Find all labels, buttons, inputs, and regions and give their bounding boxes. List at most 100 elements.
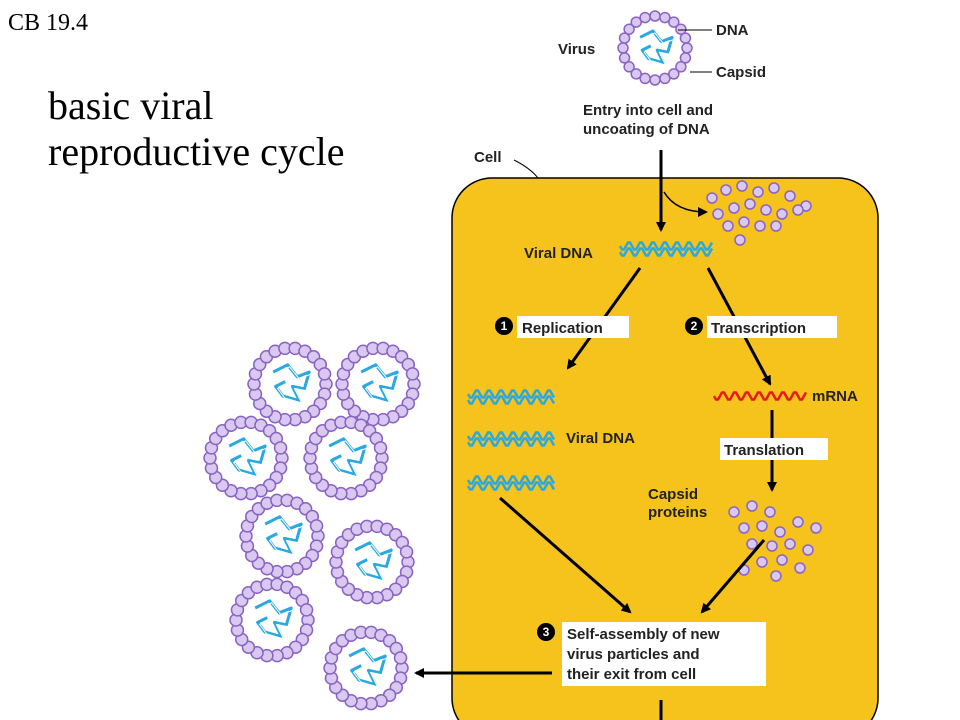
- capsomere: [770, 570, 782, 582]
- capsomere: [712, 208, 724, 220]
- nucleic-acid-strand: [618, 241, 714, 251]
- uncoating-arrow: [663, 191, 708, 217]
- viral-genome: [328, 437, 367, 477]
- capsomere: [681, 42, 693, 54]
- capsomere: [722, 220, 734, 232]
- transcription-label: Transcription: [711, 320, 806, 337]
- capsomere: [639, 11, 651, 24]
- self-assembly-label-line-3: their exit from cell: [567, 666, 696, 683]
- capsomere: [618, 32, 631, 44]
- slide-title-line-1: basic viral: [48, 83, 214, 128]
- self-assembly-label-line-2: virus particles and: [567, 646, 700, 663]
- viral-genome-highlight: [350, 650, 388, 688]
- viral-genome-highlight: [330, 440, 368, 478]
- translation-label: Translation: [724, 442, 804, 459]
- replication-label: Replication: [522, 320, 603, 337]
- nucleic-acid-strand: [466, 431, 556, 441]
- dna-to-assembly-arrow: [499, 496, 632, 614]
- capsomere: [746, 538, 758, 550]
- capsomere: [668, 68, 680, 80]
- viral-genome: [360, 363, 399, 403]
- step-3-number: 3: [543, 625, 550, 639]
- capsomere: [720, 184, 732, 196]
- viral-genome: [272, 363, 311, 403]
- cell-label: Cell: [474, 149, 502, 166]
- viral-genome-highlight: [256, 602, 294, 640]
- viral-genome: [254, 599, 293, 639]
- capsomere: [746, 500, 758, 512]
- viral-dna-strand: [618, 241, 714, 257]
- capsomere: [738, 522, 750, 534]
- nucleic-acid-strand: [466, 475, 556, 485]
- viral-genome-highlight: [356, 544, 394, 582]
- cell-leader-line: [513, 159, 539, 179]
- capsomere: [756, 556, 768, 568]
- capsomere: [623, 61, 635, 73]
- capsomere: [639, 72, 651, 85]
- capsomere: [679, 32, 692, 44]
- nucleic-acid-strand: [618, 247, 714, 257]
- capsomere: [770, 220, 782, 232]
- step-3-badge: [537, 623, 555, 641]
- capsomere: [802, 544, 814, 556]
- step-1-badge: [495, 317, 513, 335]
- capsomere: [760, 204, 772, 216]
- capsomere: [754, 220, 766, 232]
- capsomere: [649, 10, 661, 22]
- capsomere: [618, 52, 631, 64]
- capsomere: [659, 11, 671, 24]
- nucleic-acid-strand: [712, 391, 808, 401]
- capsomere: [405, 367, 420, 381]
- capsomere: [734, 234, 746, 246]
- capsomere: [675, 61, 687, 73]
- self-assembly-label-box: [562, 622, 766, 686]
- nucleic-acid-strand: [466, 481, 556, 491]
- step-2-number: 2: [691, 319, 698, 333]
- capsomere: [317, 367, 332, 381]
- capsomere: [649, 74, 661, 86]
- replicated-viral-dna: [466, 389, 556, 491]
- entry-label-line-2: uncoating of DNA: [583, 121, 710, 138]
- mrna-label: mRNA: [812, 388, 858, 405]
- capsomere: [659, 72, 671, 85]
- capsid-label: Capsid: [716, 64, 766, 81]
- dna-label: DNA: [716, 22, 749, 39]
- capsid-proteins-label-line-2: proteins: [648, 504, 707, 521]
- virus-particle: [617, 10, 693, 86]
- capsomere: [784, 538, 796, 550]
- viral-genome-highlight: [362, 366, 400, 404]
- capsomere: [766, 540, 778, 552]
- viral-dna-top-label: Viral DNA: [524, 245, 593, 262]
- capsomere: [752, 186, 764, 198]
- capsomere: [393, 651, 408, 665]
- viral-genome: [228, 437, 267, 477]
- slide-code: CB 19.4: [8, 10, 89, 36]
- viral-genome: [354, 541, 393, 581]
- capsomere: [273, 441, 288, 455]
- capsomere: [630, 68, 642, 80]
- nucleic-acid-strand: [466, 389, 556, 399]
- capsomere: [668, 16, 680, 28]
- translation-label-box: [720, 438, 828, 460]
- capsomere: [299, 603, 314, 617]
- capsomere: [675, 23, 687, 35]
- step-2-badge: [685, 317, 703, 335]
- nucleic-acid-strand: [466, 395, 556, 405]
- capsid-proteins-label-line-1: Capsid: [648, 486, 698, 503]
- capsomere: [679, 52, 692, 64]
- viral-genome: [639, 29, 674, 65]
- capsomere: [756, 520, 768, 532]
- viral-dna-mid-label: Viral DNA: [566, 430, 635, 447]
- viral-genome: [348, 647, 387, 687]
- released-virus-particles: [203, 341, 421, 711]
- capsomere: [738, 216, 750, 228]
- released-capsid-proteins: [706, 180, 812, 246]
- capsomere: [744, 198, 756, 210]
- viral-genome-highlight: [274, 366, 312, 404]
- nucleic-acid-strand: [466, 437, 556, 447]
- capsomere: [736, 180, 748, 192]
- proteins-to-assembly-arrow: [700, 539, 766, 614]
- capsomere: [776, 208, 788, 220]
- viral-genome-highlight: [641, 32, 675, 66]
